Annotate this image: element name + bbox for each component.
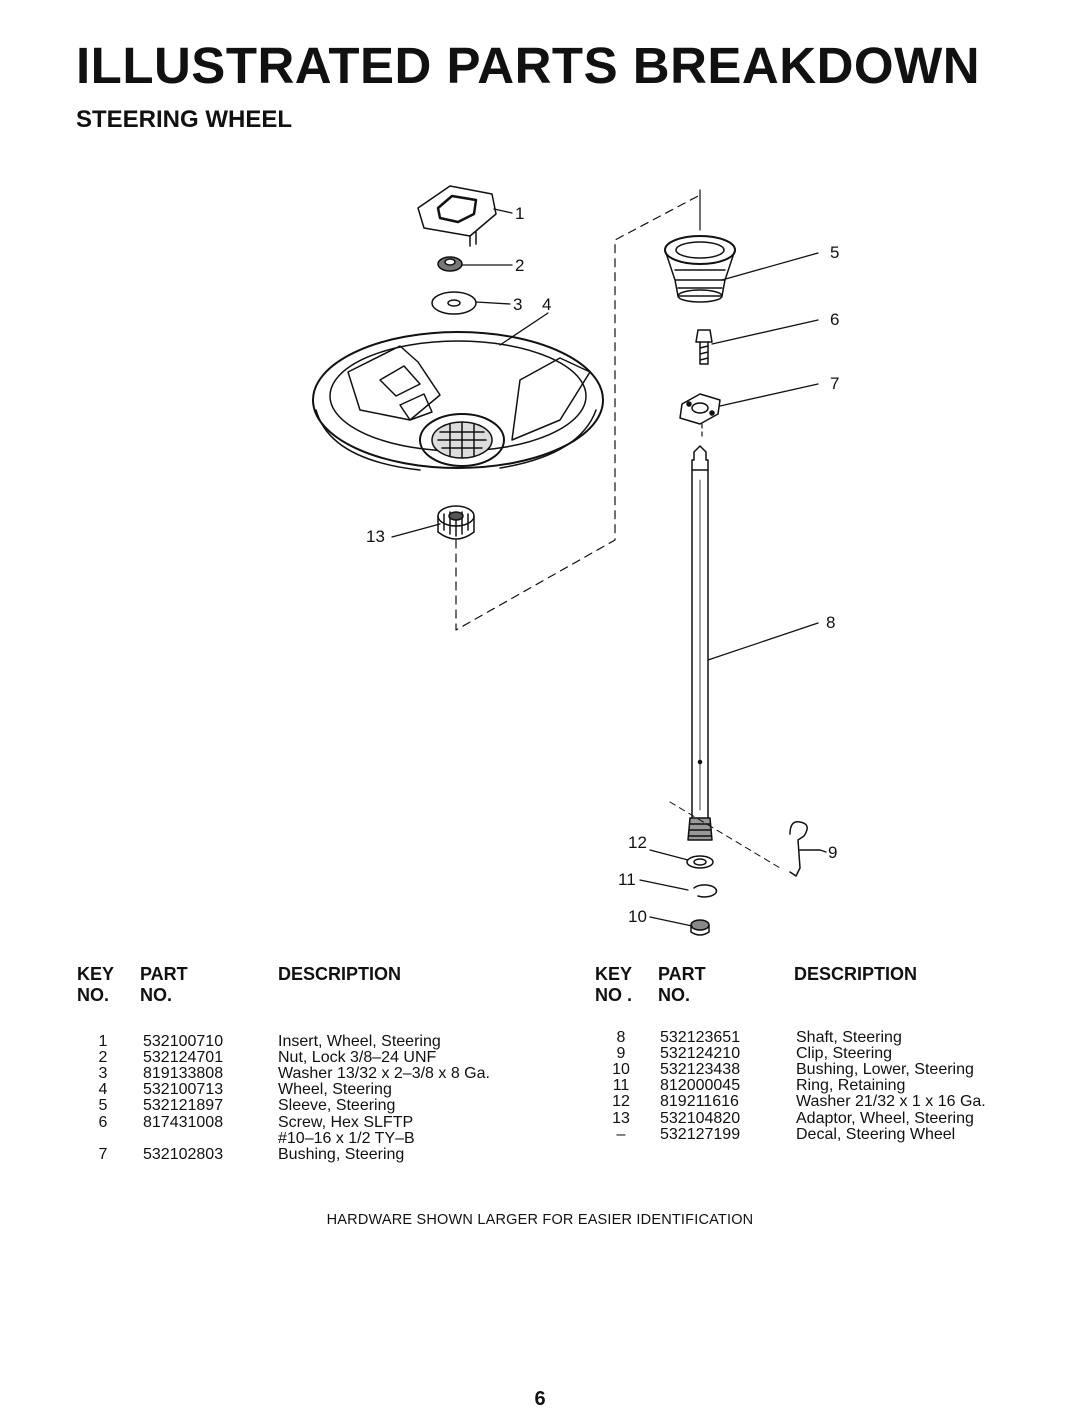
part-number: 819133808	[143, 1065, 224, 1083]
part-number: 532123438	[660, 1061, 741, 1079]
header-key: KEY NO .	[595, 964, 633, 1005]
part-description: Insert, Wheel, Steering	[278, 1033, 441, 1050]
header-description: DESCRIPTION	[794, 964, 918, 984]
part-description: Washer 21/32 x 1 x 16 Ga.	[796, 1093, 986, 1111]
part-description: Sleeve, Steering	[278, 1097, 396, 1115]
key-number: 8	[616, 1029, 626, 1046]
part-number: 812000045	[660, 1077, 741, 1095]
part-description: Bushing, Steering	[278, 1145, 405, 1163]
part-clip	[789, 821, 821, 877]
part-description: Clip, Steering	[796, 1045, 893, 1063]
callout-7: 7	[830, 374, 839, 393]
part-steering-wheel	[312, 331, 604, 471]
part-number: 819211616	[660, 1093, 739, 1111]
key-number: 9	[616, 1045, 626, 1063]
callout-5: 5	[830, 243, 839, 262]
key-number: 1	[98, 1033, 108, 1050]
key-number: 6	[98, 1113, 108, 1131]
key-number: 11	[612, 1077, 630, 1095]
key-number: 13	[612, 1109, 630, 1127]
part-number: 532124210	[660, 1045, 741, 1063]
part-description: Adaptor, Wheel, Steering	[796, 1109, 974, 1127]
part-lower-washer	[686, 855, 714, 869]
part-nut	[437, 256, 463, 272]
callout-2: 2	[515, 256, 524, 275]
part-number: 817431008	[143, 1113, 224, 1131]
callout-12: 12	[628, 833, 647, 852]
callout-9: 9	[828, 843, 837, 862]
part-bushing	[679, 393, 721, 425]
part-adaptor	[437, 505, 475, 540]
part-lower-bushing	[690, 919, 710, 936]
key-number: 4	[98, 1081, 108, 1099]
part-number: 532100710	[143, 1033, 224, 1050]
header-part: PART NO.	[140, 964, 188, 1005]
part-washer	[431, 291, 477, 315]
key-number: 7	[98, 1145, 108, 1163]
leader-lines	[391, 208, 827, 927]
part-number: 532104820	[660, 1109, 741, 1127]
callout-8: 8	[826, 613, 835, 632]
key-number: 3	[98, 1065, 108, 1083]
part-retaining-ring	[693, 884, 718, 898]
part-number: 532123651	[660, 1029, 741, 1046]
part-sleeve	[664, 235, 736, 303]
hardware-note: HARDWARE SHOWN LARGER FOR EASIER IDENTIF…	[326, 1212, 754, 1228]
key-number: –	[616, 1125, 626, 1143]
part-number: 532102803	[143, 1145, 224, 1163]
key-number: 5	[98, 1097, 108, 1115]
part-description: Screw, Hex SLFTP	[278, 1113, 414, 1131]
callout-4: 4	[542, 295, 551, 314]
assembly-path	[455, 194, 701, 631]
key-number: 10	[612, 1061, 630, 1079]
part-screw	[695, 329, 713, 365]
part-insert	[417, 185, 497, 247]
part-description: #10–16 x 1/2 TY–B	[278, 1129, 415, 1147]
part-number: 532100713	[143, 1081, 224, 1099]
part-description: Decal, Steering Wheel	[796, 1125, 956, 1143]
key-number: 2	[98, 1049, 108, 1067]
callout-6: 6	[830, 310, 839, 329]
part-gear	[687, 817, 713, 841]
callout-3: 3	[513, 295, 522, 314]
part-description: Ring, Retaining	[796, 1077, 906, 1095]
part-number: 532121897	[143, 1097, 224, 1115]
part-number: 532124701	[143, 1049, 224, 1067]
part-description: Shaft, Steering	[796, 1029, 902, 1046]
callout-13: 13	[366, 527, 385, 546]
exploded-parts-diagram: 1 2 3 4 5 6 7 8 9 10 11 12 13	[312, 185, 839, 936]
page-number: 6	[534, 1388, 546, 1410]
key-number: 12	[612, 1093, 630, 1111]
part-description: Nut, Lock 3/8–24 UNF	[278, 1049, 437, 1067]
part-description: Washer 13/32 x 2–3/8 x 8 Ga.	[278, 1065, 490, 1083]
page-title: ILLUSTRATED PARTS BREAKDOWN	[76, 37, 981, 94]
callout-1: 1	[515, 204, 524, 223]
part-number: 532127199	[660, 1125, 741, 1143]
header-key: KEY NO.	[77, 964, 115, 1005]
section-title: STEERING WHEEL	[76, 106, 293, 133]
callout-10: 10	[628, 907, 647, 926]
part-description: Wheel, Steering	[278, 1081, 392, 1099]
callout-11: 11	[618, 870, 636, 889]
part-description: Bushing, Lower, Steering	[796, 1061, 974, 1079]
part-shaft	[691, 445, 709, 823]
header-description: DESCRIPTION	[278, 964, 402, 984]
header-part: PART NO.	[658, 964, 706, 1005]
